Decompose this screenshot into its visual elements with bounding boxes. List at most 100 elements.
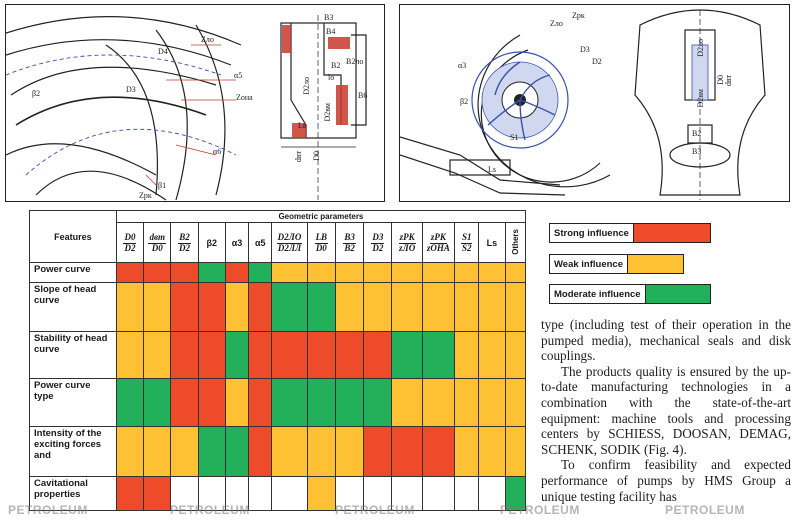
influence-cell xyxy=(478,282,506,332)
influence-cell xyxy=(421,476,456,511)
watermark: PETROLEUM xyxy=(500,503,580,517)
fraction-numerator: zРК xyxy=(398,232,416,244)
fraction-numerator: LВ xyxy=(314,232,329,244)
influence-cell xyxy=(143,378,172,427)
fraction-denominator: S2 xyxy=(461,242,472,253)
impeller-drawing xyxy=(6,15,367,201)
label-b2lo: B2ло xyxy=(346,57,364,66)
column-header: α3 xyxy=(224,222,250,263)
influence-cell xyxy=(363,378,393,427)
label-alpha5: α5 xyxy=(234,71,243,80)
fraction-numerator: S1 xyxy=(460,232,473,244)
label-d4: D4 xyxy=(158,47,168,56)
influence-cell xyxy=(421,426,456,477)
influence-cell xyxy=(197,262,226,283)
column-label: β2 xyxy=(206,237,218,248)
legend-strong-swatch xyxy=(632,224,710,242)
influence-cell xyxy=(478,262,506,283)
influence-cell xyxy=(170,426,199,477)
label-beta2: β2 xyxy=(32,89,41,98)
influence-cell xyxy=(170,378,199,427)
legend-weak-swatch xyxy=(627,255,683,273)
label-b2: B2 xyxy=(331,61,341,70)
influence-cell xyxy=(248,262,273,283)
watermark: PETROLEUM xyxy=(665,503,745,517)
fraction-numerator: D3 xyxy=(371,232,385,244)
influence-cell xyxy=(143,282,172,332)
influence-cell xyxy=(306,378,336,427)
influence-cell xyxy=(306,426,336,477)
label-s1: S1 xyxy=(510,133,519,142)
label-lo: lo xyxy=(328,73,335,82)
influence-cell xyxy=(271,282,308,332)
label-d2lo: D2ло xyxy=(696,39,705,57)
column-label: Others xyxy=(510,228,520,255)
influence-cell xyxy=(115,262,145,283)
influence-cell xyxy=(334,378,365,427)
influence-cell xyxy=(224,426,250,477)
feature-label: Power curve xyxy=(29,262,117,283)
label-z-lo: Zло xyxy=(550,19,563,28)
influence-cell xyxy=(504,476,527,511)
influence-cell xyxy=(271,378,308,427)
influence-cell xyxy=(271,331,308,379)
figure-impeller-geometry: Zло D4 α5 Zона β2 D3 α6 β1 Zрк B3 B4 lo … xyxy=(5,4,385,202)
influence-cell xyxy=(248,476,273,511)
paragraph-2: The products quality is ensured by the u… xyxy=(541,363,791,457)
influence-cell xyxy=(334,282,365,332)
features-header: Features xyxy=(29,210,117,263)
table-row: Cavitational properties xyxy=(29,476,527,511)
influence-cell xyxy=(421,262,456,283)
influence-cell xyxy=(224,378,250,427)
feature-label: Stability of head curve xyxy=(29,331,117,379)
label-lv: Lв xyxy=(298,121,307,130)
fraction-denominator: D2 xyxy=(124,242,136,253)
influence-cell xyxy=(391,378,423,427)
influence-cell xyxy=(170,476,199,511)
fraction-denominator: zОНА xyxy=(426,242,450,253)
watermark: PETROLEUM xyxy=(335,503,415,517)
figure-volute-geometry: Zло Zрк α3 D3 D2 β2 S1 Ls D2ло D2вм D0 d… xyxy=(399,4,790,202)
influence-cell xyxy=(143,426,172,477)
influence-cell xyxy=(421,378,456,427)
influence-cell xyxy=(421,282,456,332)
influence-cell xyxy=(363,476,393,511)
influence-cell xyxy=(363,426,393,477)
label-z-lo: Zло xyxy=(201,35,214,44)
label-d2lo: D2ло xyxy=(302,77,311,95)
paragraph-3: To confirm feasibility and expected perf… xyxy=(541,457,791,504)
label-z-rk: Zрк xyxy=(572,11,585,20)
influence-cell xyxy=(478,476,506,511)
influence-cell xyxy=(391,282,423,332)
influence-cell xyxy=(197,331,226,379)
influence-cell xyxy=(248,282,273,332)
influence-cell xyxy=(271,426,308,477)
influence-cell xyxy=(115,331,145,379)
feature-label: Slope of head curve xyxy=(29,282,117,332)
legend-moderate-label: Moderate influence xyxy=(550,285,645,303)
label-d0: D0 xyxy=(312,151,321,161)
label-z-ona: Zона xyxy=(236,93,253,102)
influence-cell xyxy=(454,331,480,379)
label-d3: D3 xyxy=(580,45,590,54)
label-alpha6: α6 xyxy=(213,147,222,156)
influence-cell xyxy=(224,476,250,511)
influence-cell xyxy=(115,282,145,332)
influence-cell xyxy=(115,476,145,511)
legend-weak-label: Weak influence xyxy=(550,255,627,273)
label-z-rk: Zрк xyxy=(139,191,152,200)
influence-cell xyxy=(170,331,199,379)
